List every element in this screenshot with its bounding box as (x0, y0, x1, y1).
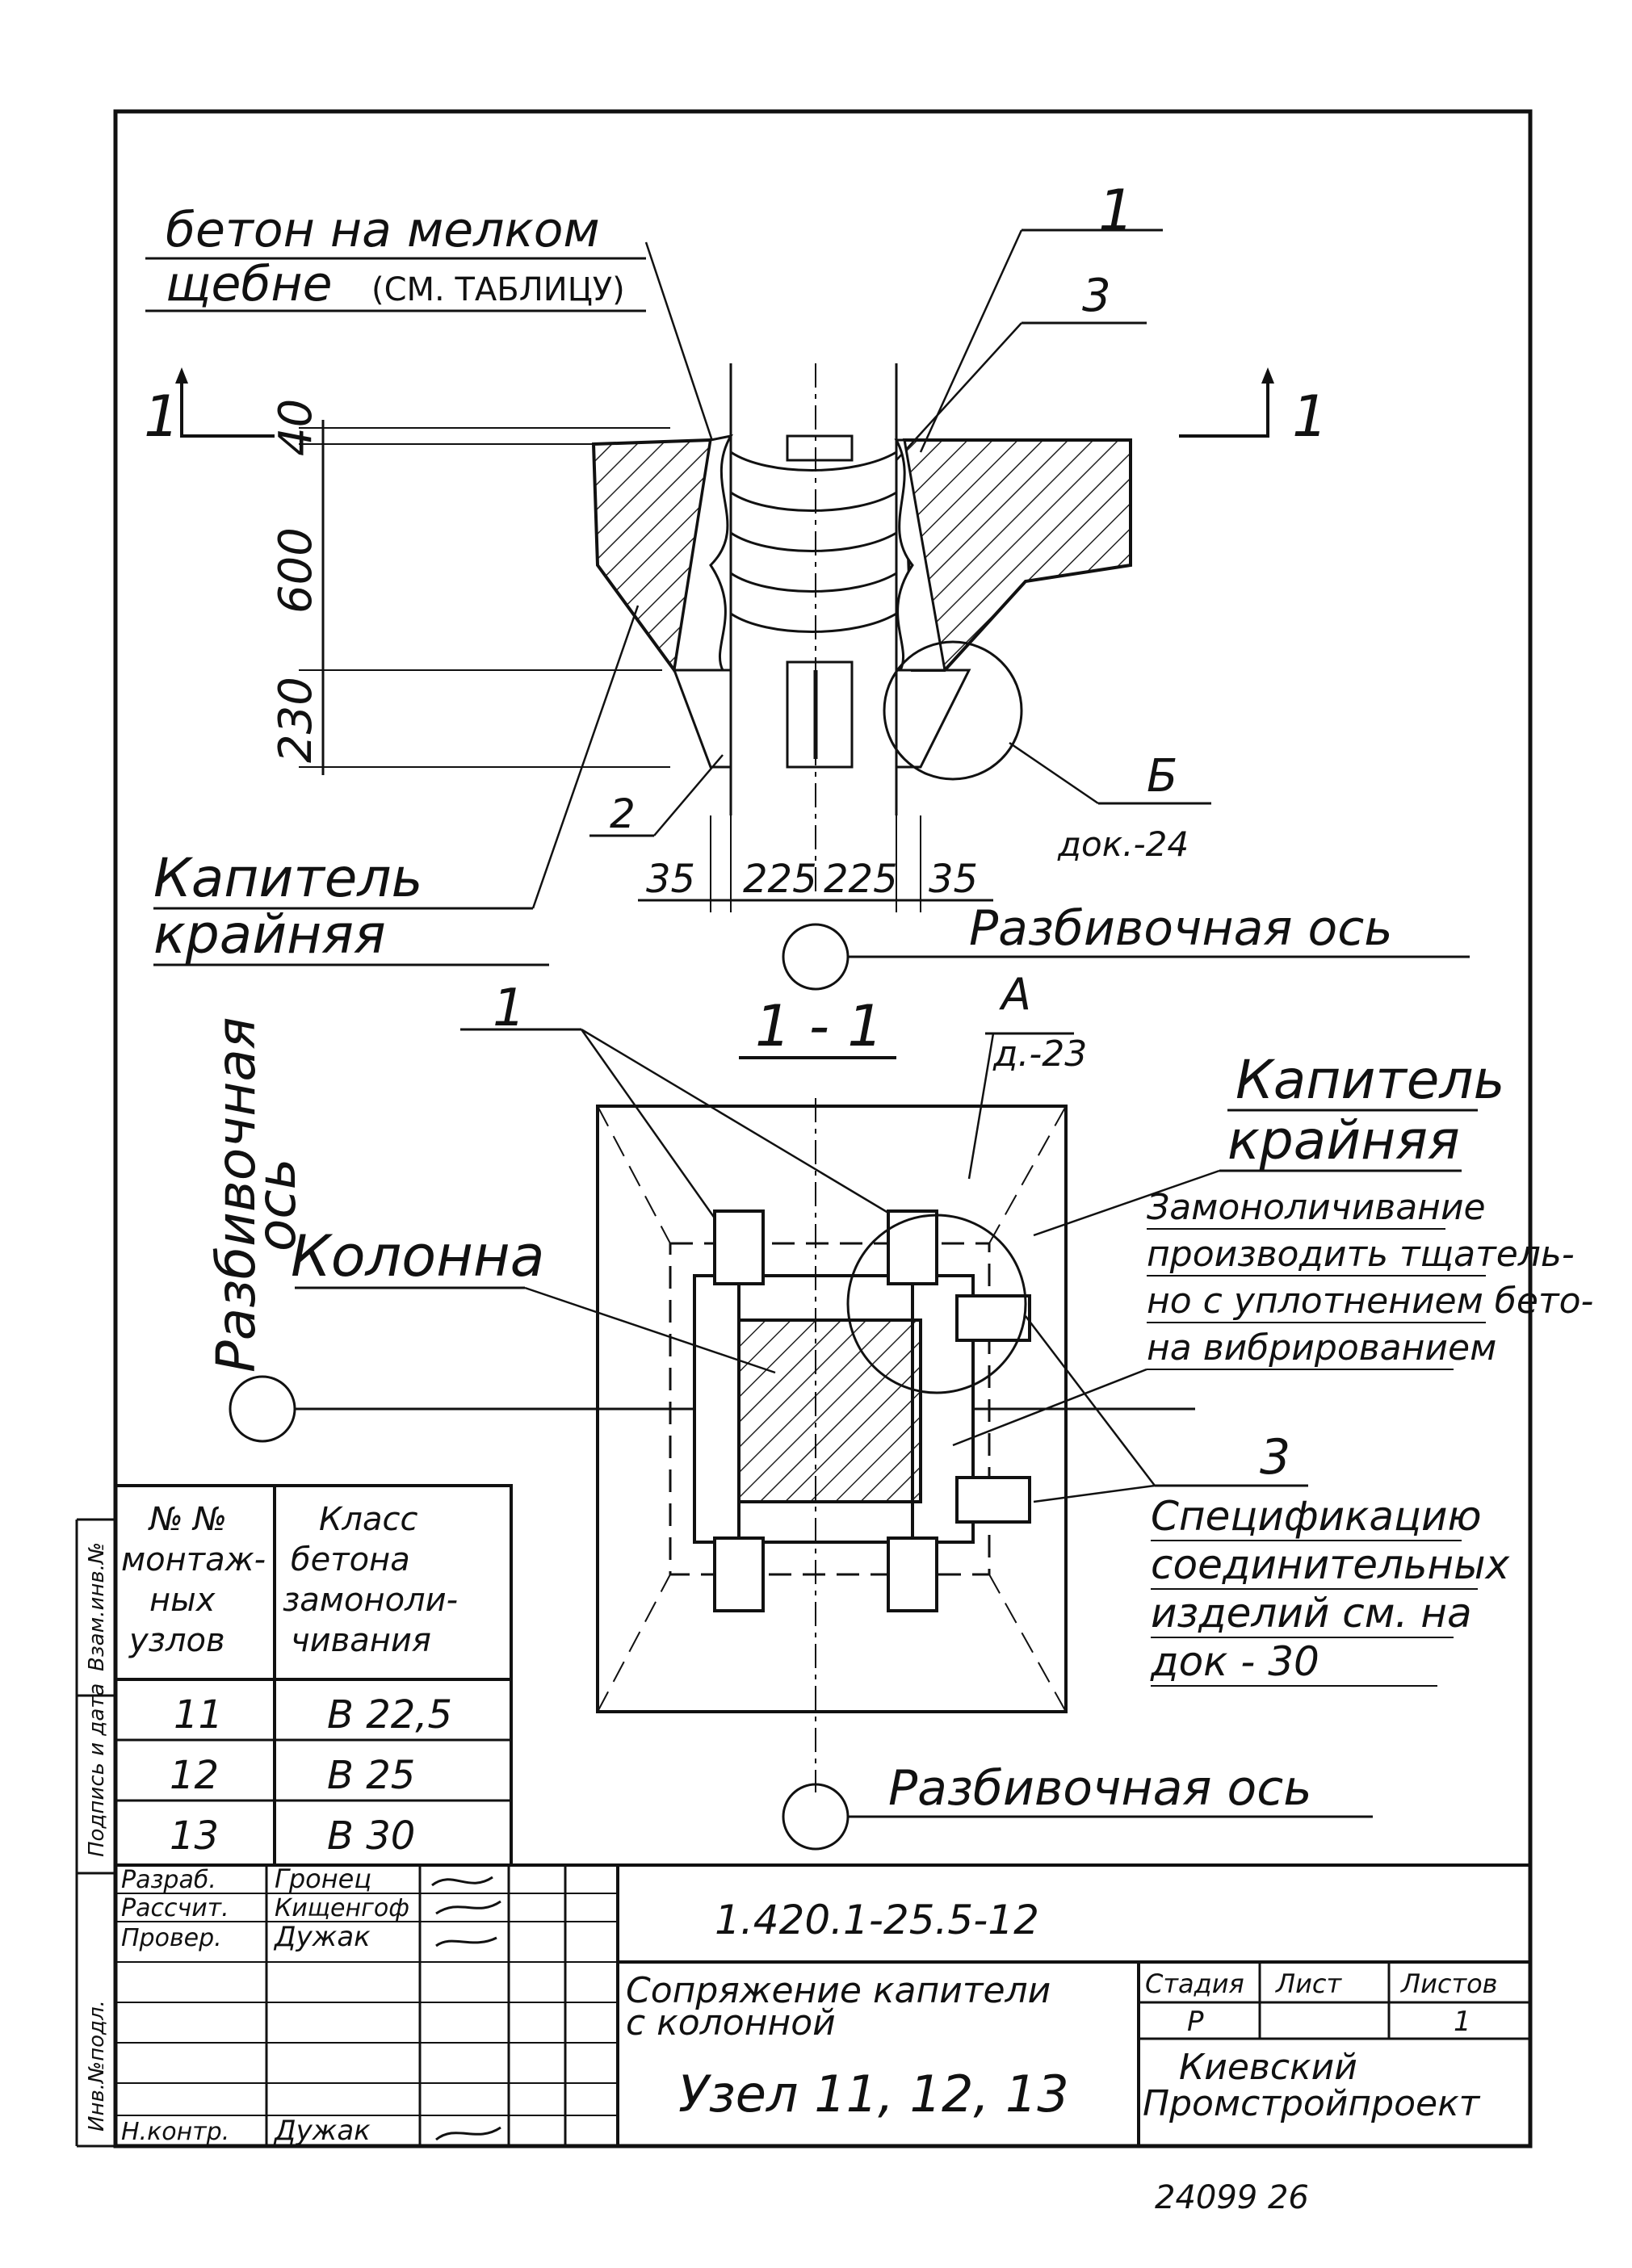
note-line-3: но с уплотнением бето- (1147, 1281, 1593, 1322)
node-title: Узел 11, 12, 13 (678, 2065, 1069, 2123)
table-header-col2-line2: бетона (291, 1541, 410, 1578)
stamp-substitute: Взам.инв.№ (85, 1542, 109, 1671)
callout-b-ref: док.-24 (1057, 824, 1189, 864)
column-section (737, 1318, 922, 1503)
signature-marks (431, 1876, 501, 2141)
sheet-header: Лист (1275, 1968, 1342, 1999)
spec-line-4: док - 30 (1150, 1638, 1319, 1685)
spec-line-2: соединительных (1151, 1541, 1510, 1588)
concrete-note-line2: щебне (166, 256, 333, 312)
table-row-3-node: 13 (170, 1813, 219, 1859)
org-line1: Киевский (1179, 2047, 1357, 2088)
note-line-2: производить тщатель- (1147, 1234, 1575, 1275)
table-header-col2-line4: чивания (291, 1622, 431, 1659)
axis-label-top: Разбивочная ось (969, 900, 1393, 957)
table-row-2-class: В 25 (327, 1753, 415, 1798)
org-line2: Промстройпроект (1143, 2083, 1481, 2124)
capital-outline (596, 1105, 1068, 1713)
capital-label-line1: Капитель (153, 847, 422, 909)
dim-230: 230 (270, 677, 322, 763)
sheet-frame (113, 109, 1533, 2149)
note-line-1: Замоноличивание (1147, 1187, 1486, 1228)
callout-1-top: 1 (1098, 178, 1135, 244)
section-mark-right: 1 (1292, 384, 1328, 450)
concrete-class-table: № № монтаж- ных узлов Класс бетона замон… (114, 1484, 513, 1867)
axis-marker-top (782, 923, 850, 991)
spec-line-1: Спецификацию (1151, 1493, 1482, 1540)
title-block: Разраб. Рассчит. Провер. Н.контр. Гронец… (115, 1863, 1530, 2147)
note-line-4: на вибрированием (1147, 1327, 1496, 1369)
dim-40: 40 (270, 399, 322, 456)
name-norm-control: Дужак (273, 2115, 371, 2147)
name-developer: Гронец (275, 1863, 371, 1894)
section-view: 1 - 1 1 А д.-23 Разбивочная ось (205, 969, 1593, 1851)
footer-number: 24099 26 (1155, 2179, 1309, 2216)
capital-label-line2: крайняя (153, 903, 386, 966)
detail-circle-a (846, 1214, 1027, 1394)
elevation-view: бетон на мелком щебне (СМ. ТАБЛИЦУ) 1 1 … (144, 178, 1470, 991)
dim-225-right: 225 (824, 857, 898, 902)
table-row-3-class: В 30 (327, 1813, 415, 1859)
axis-vertical-line1: Разбивочная (205, 1017, 267, 1373)
callout-3-top: 3 (1082, 270, 1111, 322)
table-row-1-node: 11 (174, 1692, 223, 1738)
name-calculated: Кищенгоф (275, 1894, 409, 1922)
table-header-col1-line1: № № (148, 1501, 227, 1538)
section-capital-line2: крайняя (1227, 1109, 1460, 1172)
title-line1: Сопряжение капители (626, 1970, 1051, 2011)
stamp-inventory: Инв.№подл. (85, 2000, 109, 2132)
stamp-signature-date: Подпись и дата (85, 1683, 109, 1857)
column-label: Колонна (291, 1223, 545, 1289)
table-row-1-class: В 22,5 (327, 1692, 452, 1738)
role-norm-control: Н.контр. (121, 2118, 229, 2146)
role-checked: Провер. (121, 1924, 222, 1952)
table-header-col1-line3: ных (149, 1582, 216, 1619)
role-calculated: Рассчит. (121, 1894, 229, 1922)
callout-b: Б (1147, 750, 1177, 803)
concrete-note-line2b: (СМ. ТАБЛИЦУ) (371, 271, 625, 308)
dim-35-right: 35 (929, 857, 978, 902)
axis-marker-bottom (782, 1783, 850, 1851)
sheets-value: 1 (1454, 2006, 1471, 2038)
callout-3-section: 3 (1260, 1429, 1290, 1486)
table-header-col1-line2: монтаж- (121, 1541, 266, 1578)
role-developer: Разраб. (121, 1866, 216, 1894)
stage-header: Стадия (1145, 1968, 1244, 1999)
callout-a-ref: д.-23 (992, 1033, 1087, 1075)
axis-marker-left (229, 1375, 296, 1443)
stage-value: Р (1187, 2006, 1204, 2038)
doc-code: 1.420.1-25.5-12 (715, 1897, 1039, 1943)
table-header-col2-line1: Класс (319, 1501, 417, 1538)
table-row-2-node: 12 (170, 1753, 219, 1798)
dim-35-left: 35 (646, 857, 695, 902)
sheets-header: Листов (1400, 1968, 1498, 1999)
section-title: 1 - 1 (755, 993, 883, 1059)
concrete-note-line1: бетон на мелком (166, 202, 600, 258)
dim-225-left: 225 (743, 857, 817, 902)
axis-label-bottom: Разбивочная ось (888, 1760, 1312, 1817)
table-header-col1-line4: узлов (128, 1622, 225, 1659)
dim-600: 600 (270, 527, 322, 614)
callout-2: 2 (610, 790, 636, 837)
callout-a: А (999, 969, 1031, 1020)
section-capital-line1: Капитель (1236, 1049, 1504, 1111)
title-line2: с колонной (626, 2002, 836, 2044)
spec-line-3: изделий см. на (1151, 1590, 1472, 1637)
axis-vertical-line2: ось (245, 1158, 308, 1251)
section-mark-left: 1 (144, 384, 180, 450)
name-checked: Дужак (273, 1921, 371, 1953)
table-header-col2-line3: замоноли- (283, 1582, 458, 1619)
detail-circle-b (883, 640, 1023, 781)
